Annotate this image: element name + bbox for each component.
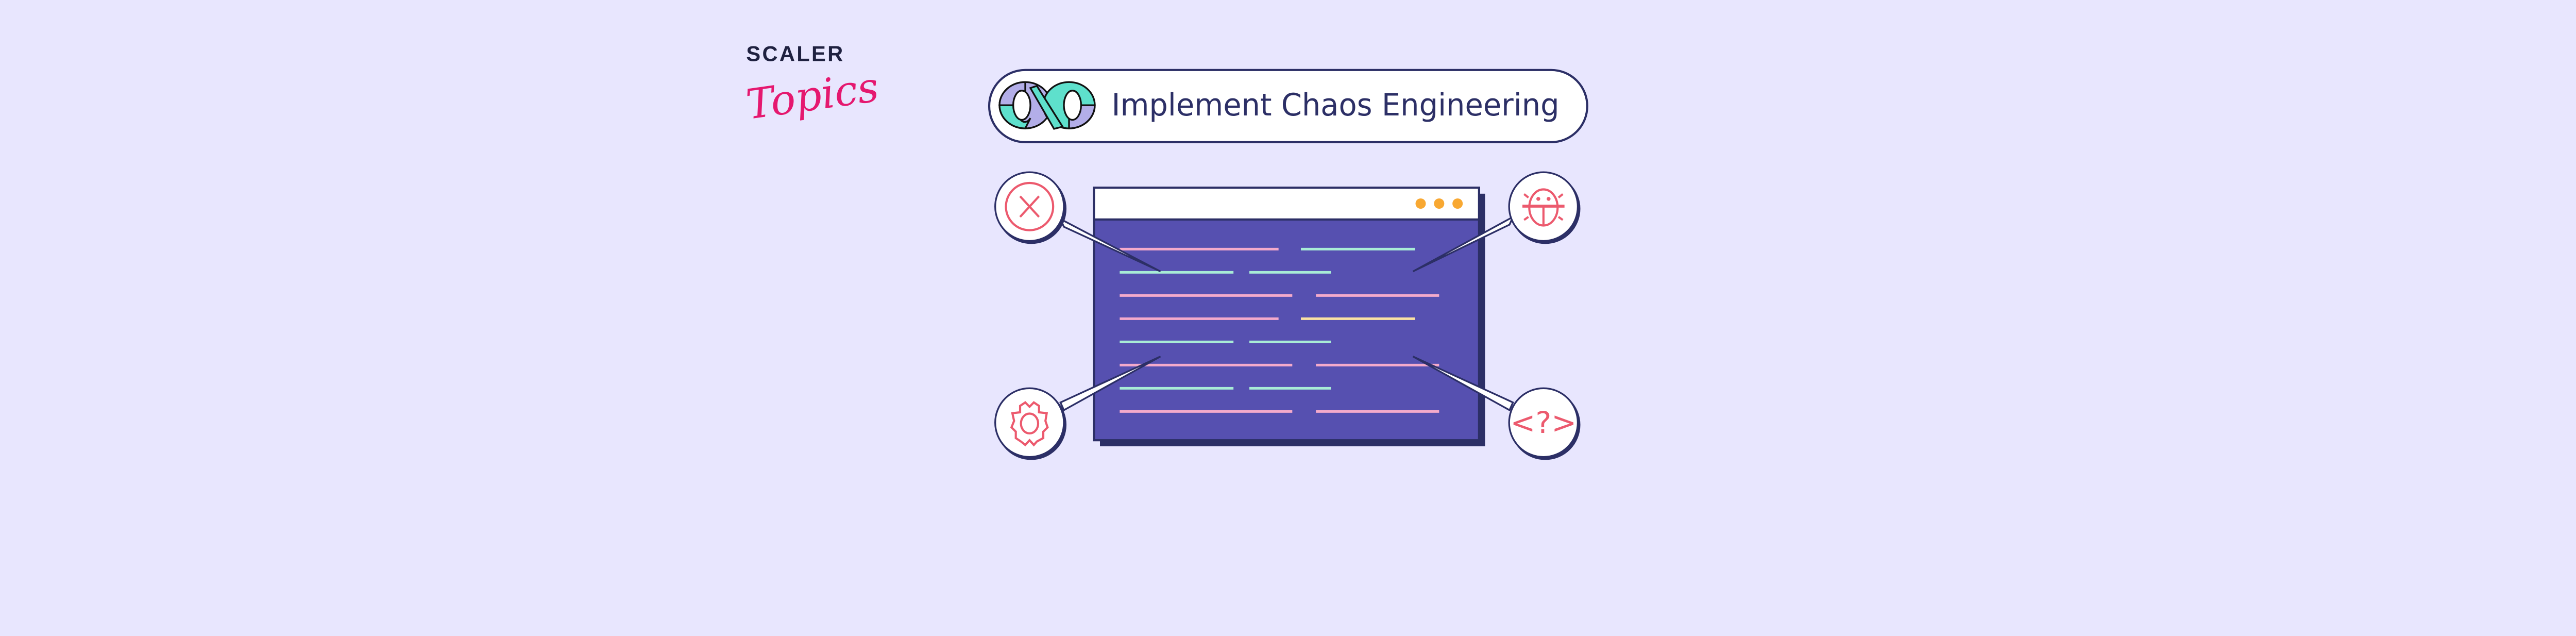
window-dot bbox=[1452, 198, 1463, 209]
window-dots bbox=[1415, 198, 1463, 209]
code-question-icon: <?> bbox=[1510, 405, 1577, 440]
logo-scaler: SCALER bbox=[746, 41, 844, 65]
connectors bbox=[1058, 215, 1515, 412]
callout-error bbox=[994, 171, 1067, 244]
gear-icon bbox=[1010, 401, 1049, 447]
error-x-icon bbox=[1005, 181, 1055, 231]
connector-bottom-right bbox=[1412, 356, 1514, 412]
code-window bbox=[1093, 187, 1485, 446]
banner: SCALER Topics Implement Chaos Engineerin… bbox=[743, 41, 1588, 460]
callout-gear bbox=[994, 387, 1067, 460]
infinity-devops-icon bbox=[998, 81, 1096, 130]
bug-icon bbox=[1522, 188, 1565, 227]
window-dot bbox=[1434, 198, 1445, 209]
connector-bottom-left bbox=[1059, 356, 1161, 412]
code-lines bbox=[1120, 247, 1439, 413]
window-dot bbox=[1415, 198, 1426, 209]
callout-bug bbox=[1508, 171, 1581, 244]
page-title: Implement Chaos Engineering bbox=[1112, 87, 1560, 123]
callout-code: <?> bbox=[1508, 387, 1581, 460]
title-pill: Implement Chaos Engineering bbox=[988, 69, 1588, 143]
